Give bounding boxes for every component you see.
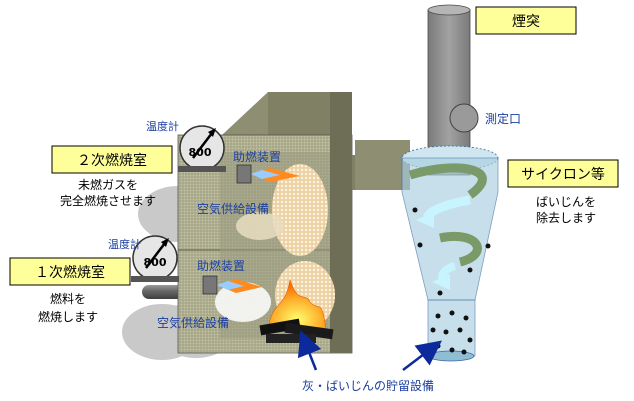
gauge-top-value: 800 (189, 146, 212, 159)
cyclone-desc-line2: 除去します (536, 210, 596, 225)
measuring-port (449, 103, 479, 133)
burner-flame-top (236, 164, 300, 184)
cyclone-label: サイクロン等 (521, 166, 605, 183)
secondary-chamber-label-box (51, 145, 173, 174)
primary-chamber-label: １次燃焼室 (35, 264, 105, 281)
burner-flame-bottom (202, 275, 262, 295)
thermometer-gauge-top (178, 125, 226, 172)
air-supply-bottom-label: 空気供給設備 (157, 315, 229, 330)
secondary-desc-line2: 完全燃焼させます (60, 193, 156, 208)
thermometer-bottom-label: 温度計 (108, 237, 141, 251)
secondary-desc-line1: 未燃ガスを (78, 177, 138, 192)
primary-desc-line1: 燃料を (50, 291, 86, 306)
measuring-port-label: 測定口 (485, 111, 521, 126)
ash-storage-arrow (297, 330, 322, 371)
ash-storage-arrow-cyclone (402, 340, 442, 371)
secondary-chamber-label: ２次燃焼室 (77, 152, 147, 169)
gauge-bottom-value: 800 (144, 256, 167, 269)
burner-bottom-label: 助燃装置 (197, 258, 245, 273)
fire (267, 279, 327, 331)
chimney-label-box (475, 6, 577, 35)
cyclone-label-box (507, 159, 619, 188)
thermometer-top-label: 温度計 (146, 119, 179, 133)
primary-desc-line2: 燃焼します (38, 309, 98, 324)
chimney-label: 煙突 (512, 14, 540, 30)
air-supply-top-label: 空気供給設備 (197, 201, 269, 216)
connecting-duct (352, 140, 410, 190)
primary-chamber-label-box (9, 257, 131, 286)
thermometer-gauge-bottom (131, 235, 179, 282)
burner-top-label: 助燃装置 (233, 149, 281, 164)
ash-storage-label: 灰・ばいじんの貯留設備 (302, 378, 434, 393)
cyclone (401, 145, 499, 362)
cyclone-desc-line1: ばいじんを (536, 195, 596, 209)
